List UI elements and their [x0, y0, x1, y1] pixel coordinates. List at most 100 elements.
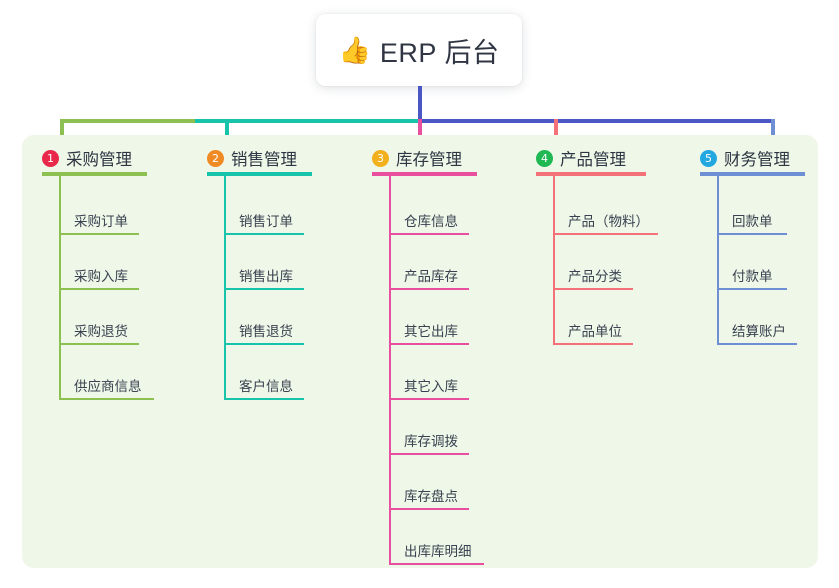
leaf-item-rule [224, 288, 304, 290]
leaf-item-label: 出库库明细 [404, 544, 472, 559]
column-spine-3 [389, 172, 391, 565]
column-title-2: 销售管理 [231, 151, 297, 169]
leaf-item[interactable]: 库存盘点 [389, 480, 477, 510]
leaf-item[interactable]: 出库库明细 [389, 535, 492, 565]
leaf-item-label: 产品单位 [568, 324, 622, 339]
leaf-item[interactable]: 产品单位 [553, 315, 641, 345]
column-5: 5 财务管理回款单付款单结算账户 [700, 135, 839, 568]
leaf-item-label: 采购退货 [74, 324, 128, 339]
leaf-item-label: 仓库信息 [404, 214, 458, 229]
leaf-item-label: 供应商信息 [74, 379, 142, 394]
leaf-item-rule [224, 398, 304, 400]
leaf-item-label: 结算账户 [732, 324, 786, 339]
column-header-3[interactable]: 3 库存管理 [372, 146, 462, 170]
column-3: 3 库存管理仓库信息产品库存其它出库其它入库库存调拨库存盘点出库库明细 [372, 135, 532, 568]
column-title-3: 库存管理 [396, 151, 462, 169]
leaf-item-label: 销售订单 [239, 214, 293, 229]
column-rule-1 [42, 172, 147, 176]
connector-drop-3 [418, 119, 422, 149]
leaf-item-label: 客户信息 [239, 379, 293, 394]
leaf-item-label: 库存盘点 [404, 489, 458, 504]
leaf-item-rule [389, 508, 469, 510]
column-2: 2 销售管理销售订单销售出库销售退货客户信息 [207, 135, 357, 568]
leaf-item-rule [59, 233, 139, 235]
leaf-item-rule [717, 233, 787, 235]
leaf-item-label: 产品库存 [404, 269, 458, 284]
leaf-item-label: 其它出库 [404, 324, 458, 339]
column-badge-2: 2 [207, 149, 224, 167]
column-title-1: 采购管理 [66, 151, 132, 169]
leaf-item[interactable]: 销售订单 [224, 205, 312, 235]
leaf-item-label: 库存调拨 [404, 434, 458, 449]
leaf-item[interactable]: 回款单 [717, 205, 795, 235]
leaf-item-rule [224, 343, 304, 345]
column-badge-3: 3 [372, 149, 389, 167]
leaf-item[interactable]: 供应商信息 [59, 370, 162, 400]
leaf-item-rule [389, 288, 469, 290]
connector-bar-sales [195, 119, 420, 123]
leaf-item[interactable]: 采购入库 [59, 260, 147, 290]
leaf-item-rule [717, 288, 787, 290]
mindmap-panel [22, 135, 818, 568]
column-header-4[interactable]: 4 产品管理 [536, 146, 626, 170]
leaf-item[interactable]: 付款单 [717, 260, 795, 290]
leaf-item-rule [224, 233, 304, 235]
leaf-item-label: 其它入库 [404, 379, 458, 394]
column-rule-2 [207, 172, 312, 176]
leaf-item-rule [59, 288, 139, 290]
leaf-item[interactable]: 采购订单 [59, 205, 147, 235]
column-spine-5 [717, 172, 719, 345]
column-title-5: 财务管理 [724, 151, 790, 169]
leaf-item[interactable]: 产品库存 [389, 260, 477, 290]
connector-drop-2 [225, 119, 229, 149]
leaf-item[interactable]: 库存调拨 [389, 425, 477, 455]
leaf-item[interactable]: 其它入库 [389, 370, 477, 400]
column-spine-1 [59, 172, 61, 400]
leaf-item-rule [389, 563, 484, 565]
column-header-2[interactable]: 2 销售管理 [207, 146, 297, 170]
leaf-item-rule [553, 288, 633, 290]
leaf-item-rule [389, 398, 469, 400]
column-header-5[interactable]: 5 财务管理 [700, 146, 790, 170]
leaf-item[interactable]: 销售退货 [224, 315, 312, 345]
root-node-title: ERP 后台 [379, 37, 500, 68]
leaf-item-rule [553, 343, 633, 345]
leaf-item-rule [553, 233, 658, 235]
connector-bar-purchase [60, 119, 195, 123]
leaf-item-label: 付款单 [732, 269, 773, 284]
leaf-item-rule [389, 233, 469, 235]
leaf-item-rule [59, 398, 154, 400]
column-rule-4 [536, 172, 646, 176]
root-node-card[interactable]: 👍 ERP 后台 [316, 14, 522, 86]
column-rule-5 [700, 172, 805, 176]
connector-drop-1 [60, 119, 64, 149]
leaf-item[interactable]: 仓库信息 [389, 205, 477, 235]
root-node-content: 👍 ERP 后台 [339, 31, 500, 70]
leaf-item-label: 销售退货 [239, 324, 293, 339]
leaf-item[interactable]: 其它出库 [389, 315, 477, 345]
column-spine-4 [553, 172, 555, 345]
column-badge-4: 4 [536, 149, 553, 167]
leaf-item[interactable]: 产品分类 [553, 260, 641, 290]
leaf-item[interactable]: 产品（物料） [553, 205, 666, 235]
leaf-item-label: 回款单 [732, 214, 773, 229]
leaf-item-label: 采购订单 [74, 214, 128, 229]
leaf-item-label: 采购入库 [74, 269, 128, 284]
root-stem-connector [418, 86, 422, 121]
connector-drop-5 [771, 119, 775, 149]
column-title-4: 产品管理 [560, 151, 626, 169]
connector-drop-4 [554, 119, 558, 149]
column-rule-3 [372, 172, 477, 176]
thumbs-up-icon: 👍 [338, 35, 371, 65]
column-badge-5: 5 [700, 149, 717, 167]
column-spine-2 [224, 172, 226, 400]
leaf-item[interactable]: 采购退货 [59, 315, 147, 345]
leaf-item-rule [717, 343, 797, 345]
leaf-item[interactable]: 销售出库 [224, 260, 312, 290]
leaf-item[interactable]: 结算账户 [717, 315, 805, 345]
leaf-item[interactable]: 客户信息 [224, 370, 312, 400]
column-4: 4 产品管理产品（物料） 产品分类产品单位 [536, 135, 696, 568]
